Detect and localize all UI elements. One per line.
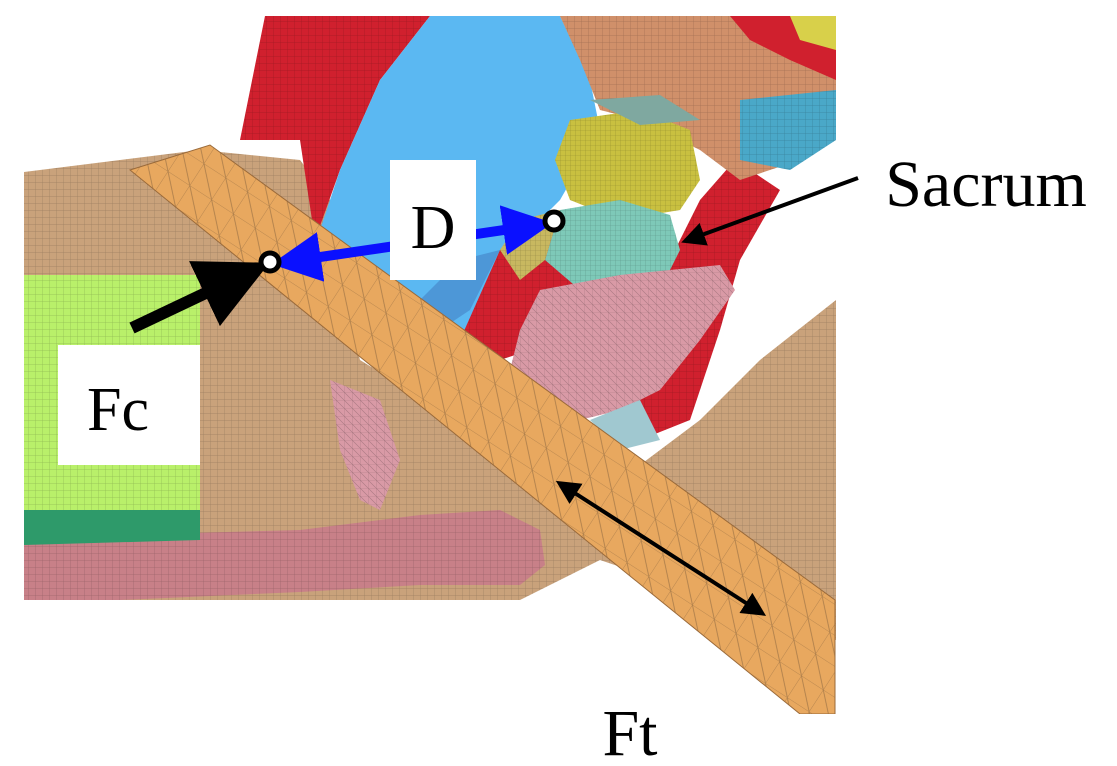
sacrum-node-marker	[542, 209, 566, 233]
tension-arrow	[555, 480, 767, 616]
fc-label-box	[58, 345, 200, 465]
sacrum-pointer-arrow	[681, 176, 859, 246]
d-label-box	[390, 160, 476, 280]
sacrum-label: Sacrum	[885, 148, 1087, 221]
distance-label: D	[411, 194, 456, 262]
compression-arrow	[129, 261, 270, 334]
belt-node-marker	[258, 250, 282, 274]
compression-force-label: Fc	[87, 376, 149, 444]
tension-force-label: Ft	[602, 697, 657, 766]
